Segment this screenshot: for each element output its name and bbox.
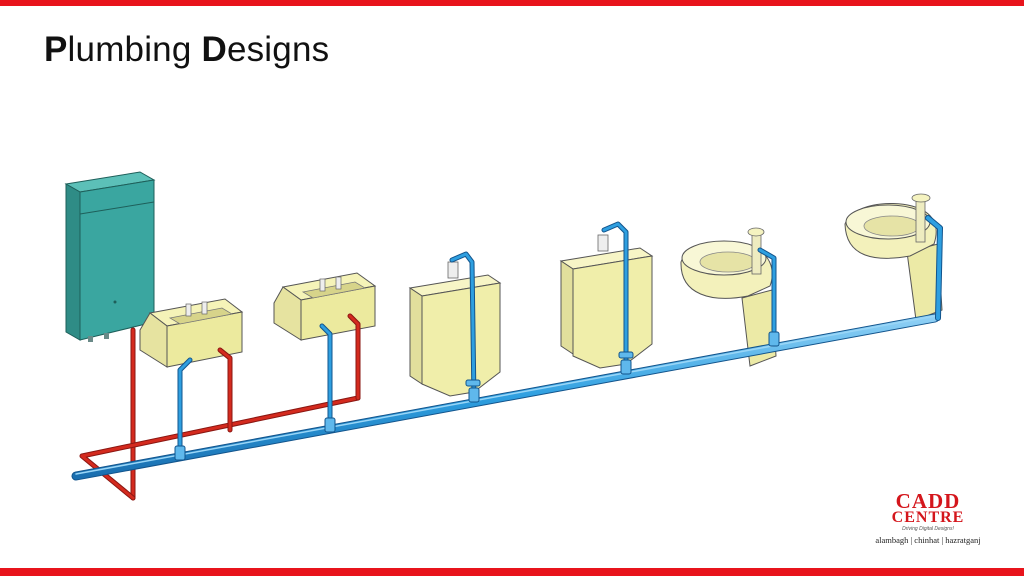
hot-water-piping [79,313,361,501]
sink-2 [273,272,377,341]
logo-tagline: Driving Digital Designs! [902,526,954,532]
logo-locations: alambagh | chinhat | hazratganj [875,535,981,545]
title-initial-p: P [44,30,68,69]
slide-title: Plumbing Designs [44,30,329,70]
bottom-accent-bar [0,568,1024,576]
logo-line2: CENTRE [891,509,965,526]
pipe-fittings [174,331,780,461]
title-word-esigns: esigns [226,30,330,69]
water-heater [64,171,156,342]
title-initial-d: D [201,30,227,69]
title-word-lumbing: lumbing [67,30,202,69]
toilet-2 [844,193,943,321]
cold-water-piping [71,215,943,481]
logo-line1: CADD [895,489,961,513]
urinal-2 [559,234,654,369]
cadd-centre-logo: CADD CENTRE Driving Digital Designs! ala… [868,489,988,546]
urinal-1 [408,261,502,397]
top-accent-bar [0,0,1024,6]
